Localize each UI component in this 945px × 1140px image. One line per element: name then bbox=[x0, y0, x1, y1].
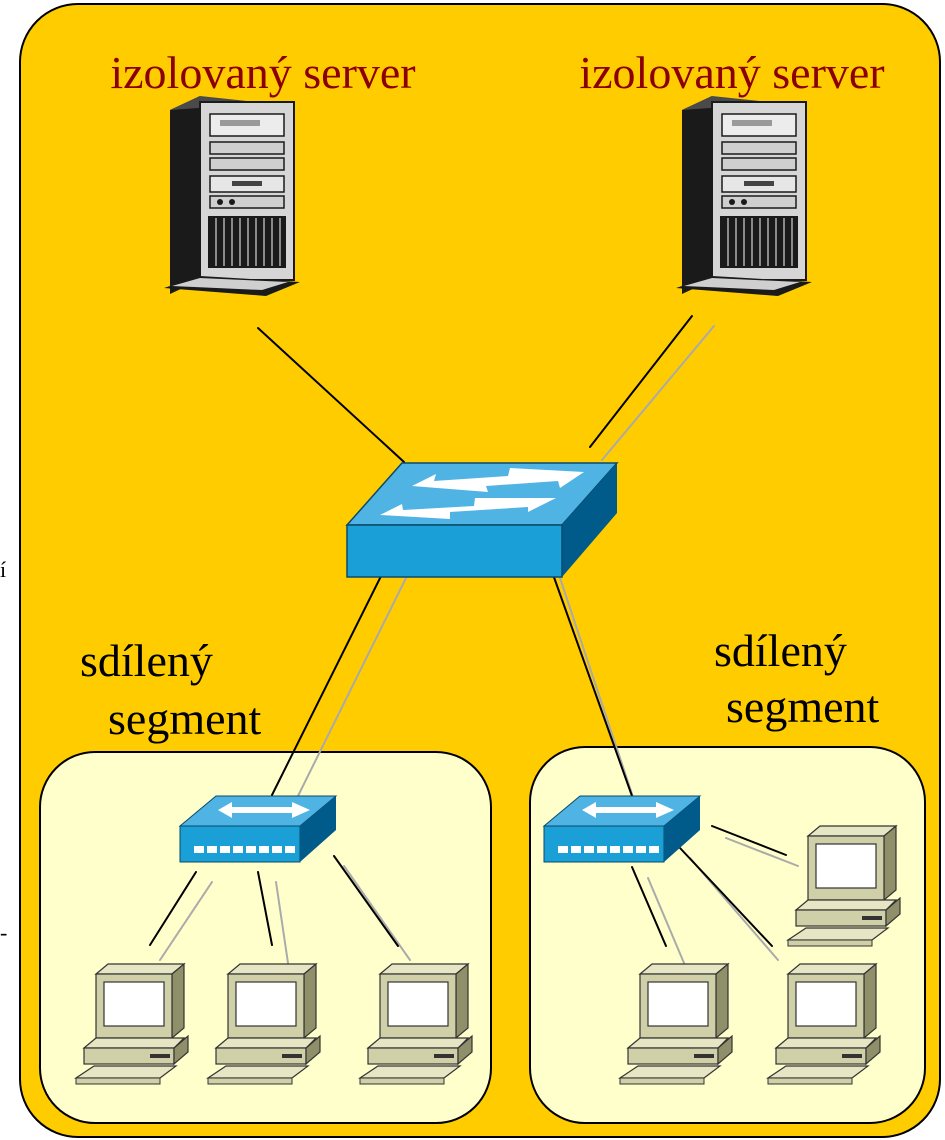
server-left-label: izolovaný server bbox=[110, 47, 415, 98]
network-links bbox=[149, 315, 799, 964]
link-switch-hub-right bbox=[544, 551, 639, 813]
link-server-left-switch bbox=[257, 327, 405, 463]
edge-glyph-top: í bbox=[0, 557, 6, 582]
segment-left-label-line1: sdílený bbox=[80, 635, 213, 686]
link-server-right-switch bbox=[589, 315, 715, 461]
segment-right-label-line1: sdílený bbox=[714, 625, 847, 676]
server-left-icon bbox=[163, 95, 301, 297]
segment-right-label-line2: segment bbox=[726, 681, 880, 732]
server-right-label: izolovaný server bbox=[579, 47, 884, 98]
segment-left-label-line2: segment bbox=[108, 693, 262, 744]
server-right-icon bbox=[675, 95, 813, 297]
central-switch-icon bbox=[345, 462, 619, 578]
link-switch-hub-left bbox=[271, 549, 407, 801]
edge-glyph-bottom: - bbox=[0, 920, 7, 945]
